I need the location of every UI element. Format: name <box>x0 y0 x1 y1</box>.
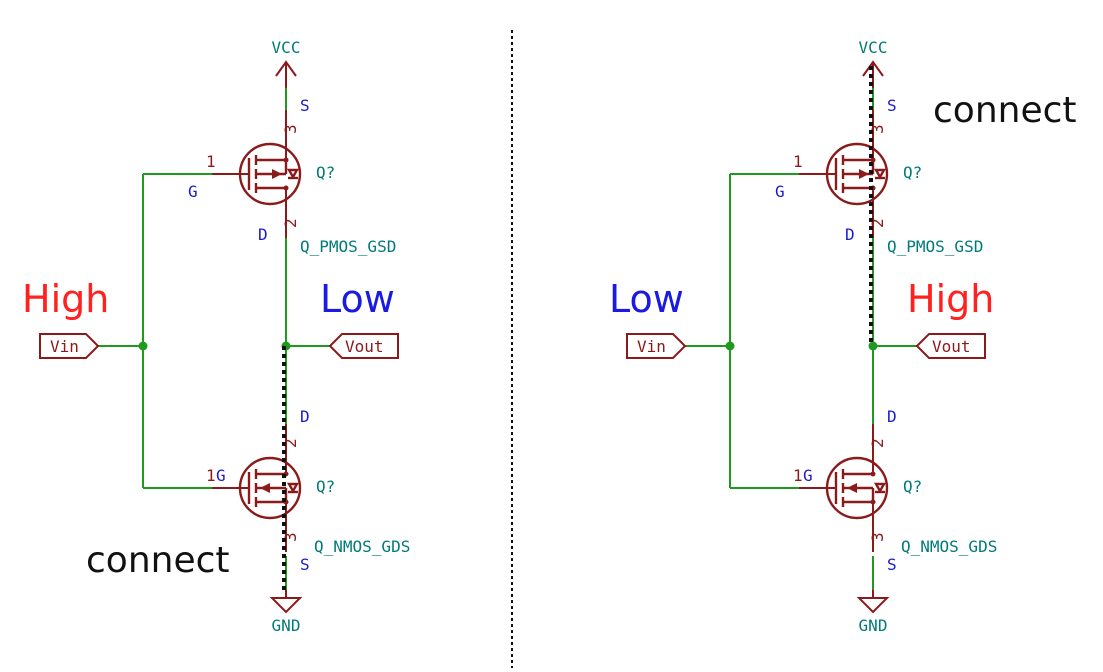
pmos-arrow-icon <box>272 169 282 179</box>
vin-port-label: Vin <box>637 337 666 356</box>
input-state-label: High <box>22 277 109 321</box>
pmos-source-name: S <box>887 96 897 115</box>
nmos-arrow-icon <box>260 483 270 493</box>
pmos-arrow-icon <box>859 169 869 179</box>
pmos-bottom-pin-number: 2 <box>868 218 887 228</box>
nmos-designator: Q? <box>316 477 335 496</box>
pmos-top-pin-number: 3 <box>281 124 300 134</box>
nmos-bottom-pin-number: 3 <box>868 532 887 542</box>
panel-right: VCCGND132Q?123Q?GSDQ_PMOS_GSDGDSQ_NMOS_G… <box>609 38 1077 635</box>
pmos-diode-icon <box>873 168 887 180</box>
vout-port <box>328 333 399 359</box>
junction-input <box>138 341 148 351</box>
vin-port-label: Vin <box>50 337 79 356</box>
nmos-value: Q_NMOS_GDS <box>314 537 410 556</box>
junction-output <box>868 341 878 351</box>
pmos-gate-pin-number: 1 <box>793 152 803 171</box>
pmos-gate-name: G <box>775 182 785 201</box>
vout-port-label: Vout <box>932 337 971 356</box>
nmos-diode-icon <box>873 482 887 494</box>
connect-label: connect <box>933 90 1077 131</box>
nmos-source-name: S <box>300 555 310 574</box>
nmos-gate-name: G <box>803 466 813 485</box>
connect-label: connect <box>86 540 230 581</box>
nmos-source-name: S <box>887 555 897 574</box>
pmos-drain-name: D <box>258 225 268 244</box>
vcc-arrow-icon <box>275 60 297 77</box>
vin-port <box>39 333 100 359</box>
nmos-value: Q_NMOS_GDS <box>901 537 997 556</box>
nmos-drain-name: D <box>300 407 310 426</box>
output-state-label: Low <box>320 277 395 321</box>
pmos-bottom-pin-number: 2 <box>281 218 300 228</box>
nmos-designator: Q? <box>903 477 922 496</box>
gnd-label: GND <box>859 616 888 635</box>
nmos-transistor: 1 2 3 Q? <box>206 424 335 552</box>
vout-port <box>915 333 986 359</box>
pmos-gate-pin-number: 1 <box>206 152 216 171</box>
input-state-label: Low <box>609 277 684 321</box>
vcc-arrow-icon <box>862 60 884 77</box>
nmos-diode-icon <box>286 482 300 494</box>
nmos-transistor: 1 2 3 Q? <box>793 424 922 552</box>
pmos-value: Q_PMOS_GSD <box>300 237 396 256</box>
vcc-label: VCC <box>272 38 301 57</box>
pmos-top-pin-number: 3 <box>868 124 887 134</box>
pmos-designator: Q? <box>316 163 335 182</box>
nmos-arrow-icon <box>847 483 857 493</box>
pmos-drain-name: D <box>845 225 855 244</box>
output-state-label: High <box>907 277 994 321</box>
nmos-gate-name: G <box>216 466 226 485</box>
pmos-transistor: 1 3 2 Q? <box>793 110 922 238</box>
gnd-label: GND <box>272 616 301 635</box>
vin-port <box>626 333 687 359</box>
nmos-gate-pin-number: 1 <box>793 466 803 485</box>
gnd-triangle-icon <box>269 597 303 614</box>
gnd-triangle-icon <box>856 597 890 614</box>
nmos-top-pin-number: 2 <box>281 438 300 448</box>
vcc-label: VCC <box>859 38 888 57</box>
nmos-gate-pin-number: 1 <box>206 466 216 485</box>
pmos-designator: Q? <box>903 163 922 182</box>
nmos-top-pin-number: 2 <box>868 438 887 448</box>
nmos-drain-name: D <box>887 407 897 426</box>
pmos-value: Q_PMOS_GSD <box>887 237 983 256</box>
junction-input <box>725 341 735 351</box>
pmos-diode-icon <box>286 168 300 180</box>
panel-left: VCCGND132Q?123Q?GSDQ_PMOS_GSDGDSQ_NMOS_G… <box>22 38 410 635</box>
pmos-gate-name: G <box>188 182 198 201</box>
vout-port-label: Vout <box>345 337 384 356</box>
pmos-transistor: 1 3 2 Q? <box>206 110 335 238</box>
nmos-bottom-pin-number: 3 <box>281 532 300 542</box>
pmos-source-name: S <box>300 96 310 115</box>
